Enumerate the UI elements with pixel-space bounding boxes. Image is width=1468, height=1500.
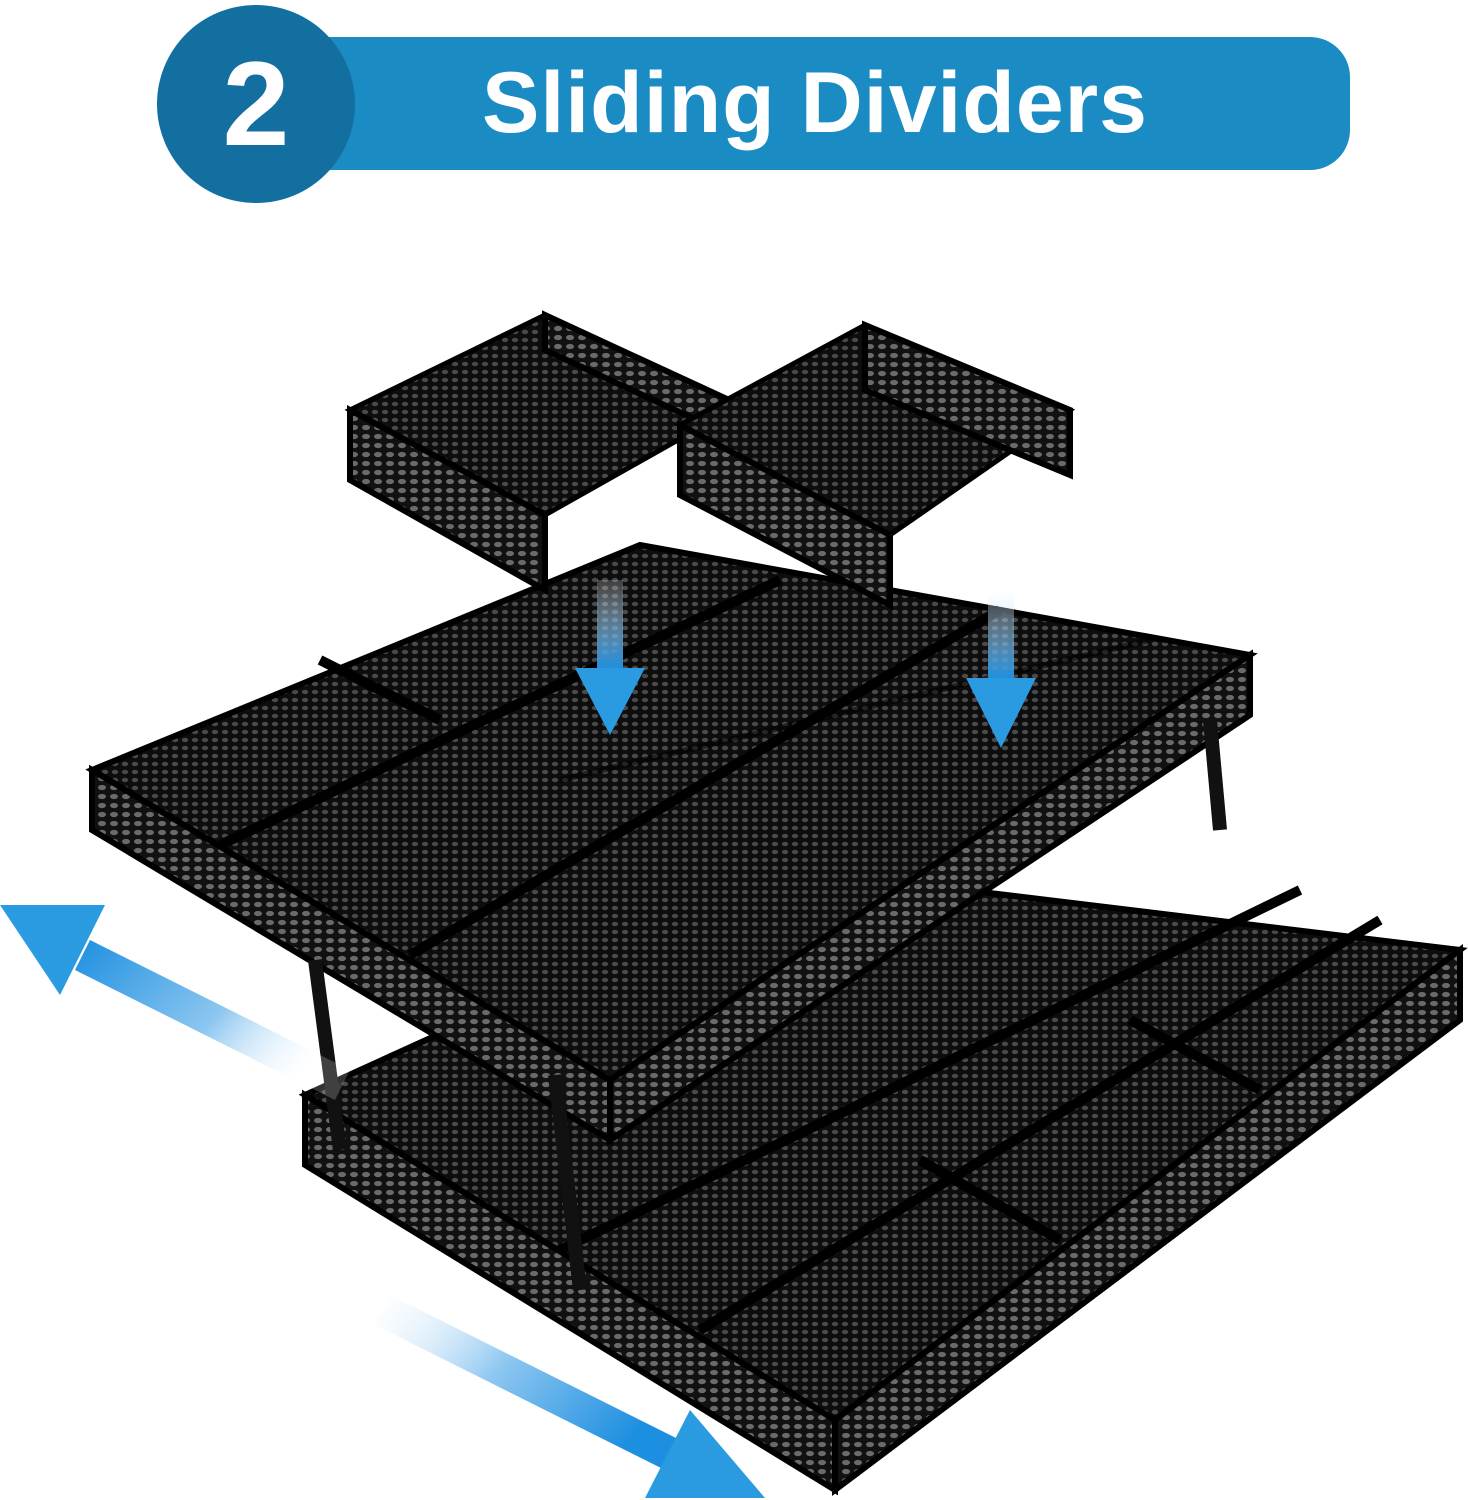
title-banner [230,37,1350,170]
down-arrow-icon [575,580,645,735]
sliding-divider-left [344,310,746,596]
sliding-divider-right [674,320,1076,610]
down-arrow-icon [966,590,1036,748]
slide-right-arrow-icon [375,1295,765,1498]
banner-title: Sliding Dividers [482,55,1148,151]
upper-tray [85,541,1258,1291]
slide-left-arrow-icon [0,905,350,1100]
step-number-badge: 2 [157,5,355,203]
